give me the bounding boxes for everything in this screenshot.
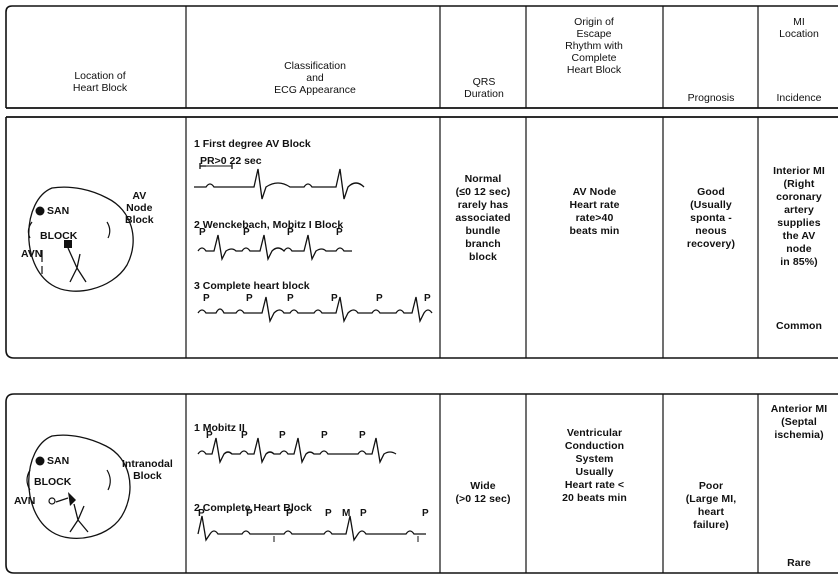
p-wave-label: P [360, 508, 367, 519]
p-wave-label: P [287, 227, 294, 238]
header-qrs: QRS Duration [464, 76, 504, 100]
p-wave-label: P [286, 508, 293, 519]
p-wave-label: P [241, 430, 248, 441]
ecg-traces-row2: P P P P P P P P P M P P [197, 430, 429, 542]
p-wave-label: P [359, 430, 366, 441]
ecg-traces-row1: P P P P P P P P P P [194, 163, 433, 324]
row2-origin: Ventricular Conduction System Usually He… [562, 427, 627, 504]
p-wave-label: P [287, 293, 294, 304]
m-label: M [342, 508, 350, 519]
header-mi-location: MI Location [779, 16, 819, 40]
p-wave-label: P [206, 430, 213, 441]
classification-item-1: 1 First degree AV Block [194, 138, 311, 150]
san-label: SAN [47, 205, 70, 217]
row2-prognosis: Poor (Large MI, heart failure) [685, 480, 737, 531]
p-wave-label: P [246, 508, 253, 519]
p-wave-label: P [198, 508, 205, 519]
p-wave-label: P [279, 430, 286, 441]
header-incidence: Incidence [776, 92, 822, 104]
header-origin: Origin of Escape Rhythm with Complete He… [565, 16, 623, 76]
header-classification: Classification and ECG Appearance [274, 60, 356, 96]
p-wave-label: P [424, 293, 431, 304]
p-wave-label: P [331, 293, 338, 304]
p-wave-label: P [199, 227, 206, 238]
header-prognosis: Prognosis [687, 92, 735, 104]
p-wave-label: P [336, 227, 343, 238]
pr-interval-label: PR>0 22 sec [200, 155, 262, 167]
row1-prognosis: Good (Usually sponta - neous recovery) [686, 186, 736, 250]
p-wave-label: P [422, 508, 429, 519]
heart-diagram-intranodal [26, 434, 131, 539]
classification-item-2: 2 Complete Heart Block [194, 502, 312, 514]
row1-incidence: Common [775, 320, 823, 332]
header-location: Location of Heart Block [72, 70, 128, 94]
p-wave-label: P [376, 293, 383, 304]
row2-mi-location: Anterior MI (Septal ischemia) [770, 403, 828, 441]
block-label: BLOCK [34, 476, 72, 488]
classification-item-3: 3 Complete heart block [194, 280, 310, 292]
row1-block-type: AV Node Block [125, 190, 154, 226]
block-label: BLOCK [40, 230, 78, 242]
p-wave-label: P [321, 430, 328, 441]
row2-incidence: Rare [787, 557, 811, 569]
heart-diagram-av-node [27, 186, 134, 292]
avn-label: AVN [14, 495, 36, 507]
row1-qrs: Normal (≤0 12 sec) rarely has associated… [455, 173, 511, 263]
p-wave-label: P [246, 293, 253, 304]
row1-origin: AV Node Heart rate rate>40 beats min [569, 186, 620, 237]
row2-qrs: Wide (>0 12 sec) [455, 480, 511, 505]
avn-label: AVN [21, 248, 43, 260]
san-label: SAN [47, 455, 70, 467]
row1-mi-location: Interior MI (Right coronary artery suppl… [773, 165, 825, 268]
classification-item-1: 1 Mobitz II [194, 422, 245, 434]
p-wave-label: P [203, 293, 210, 304]
classification-item-2: 2 Wenckebach, Mobitz I Block [194, 219, 344, 231]
p-wave-label: P [243, 227, 250, 238]
row2-block-type: Intranodal Block [122, 458, 173, 482]
p-wave-label: P [325, 508, 332, 519]
